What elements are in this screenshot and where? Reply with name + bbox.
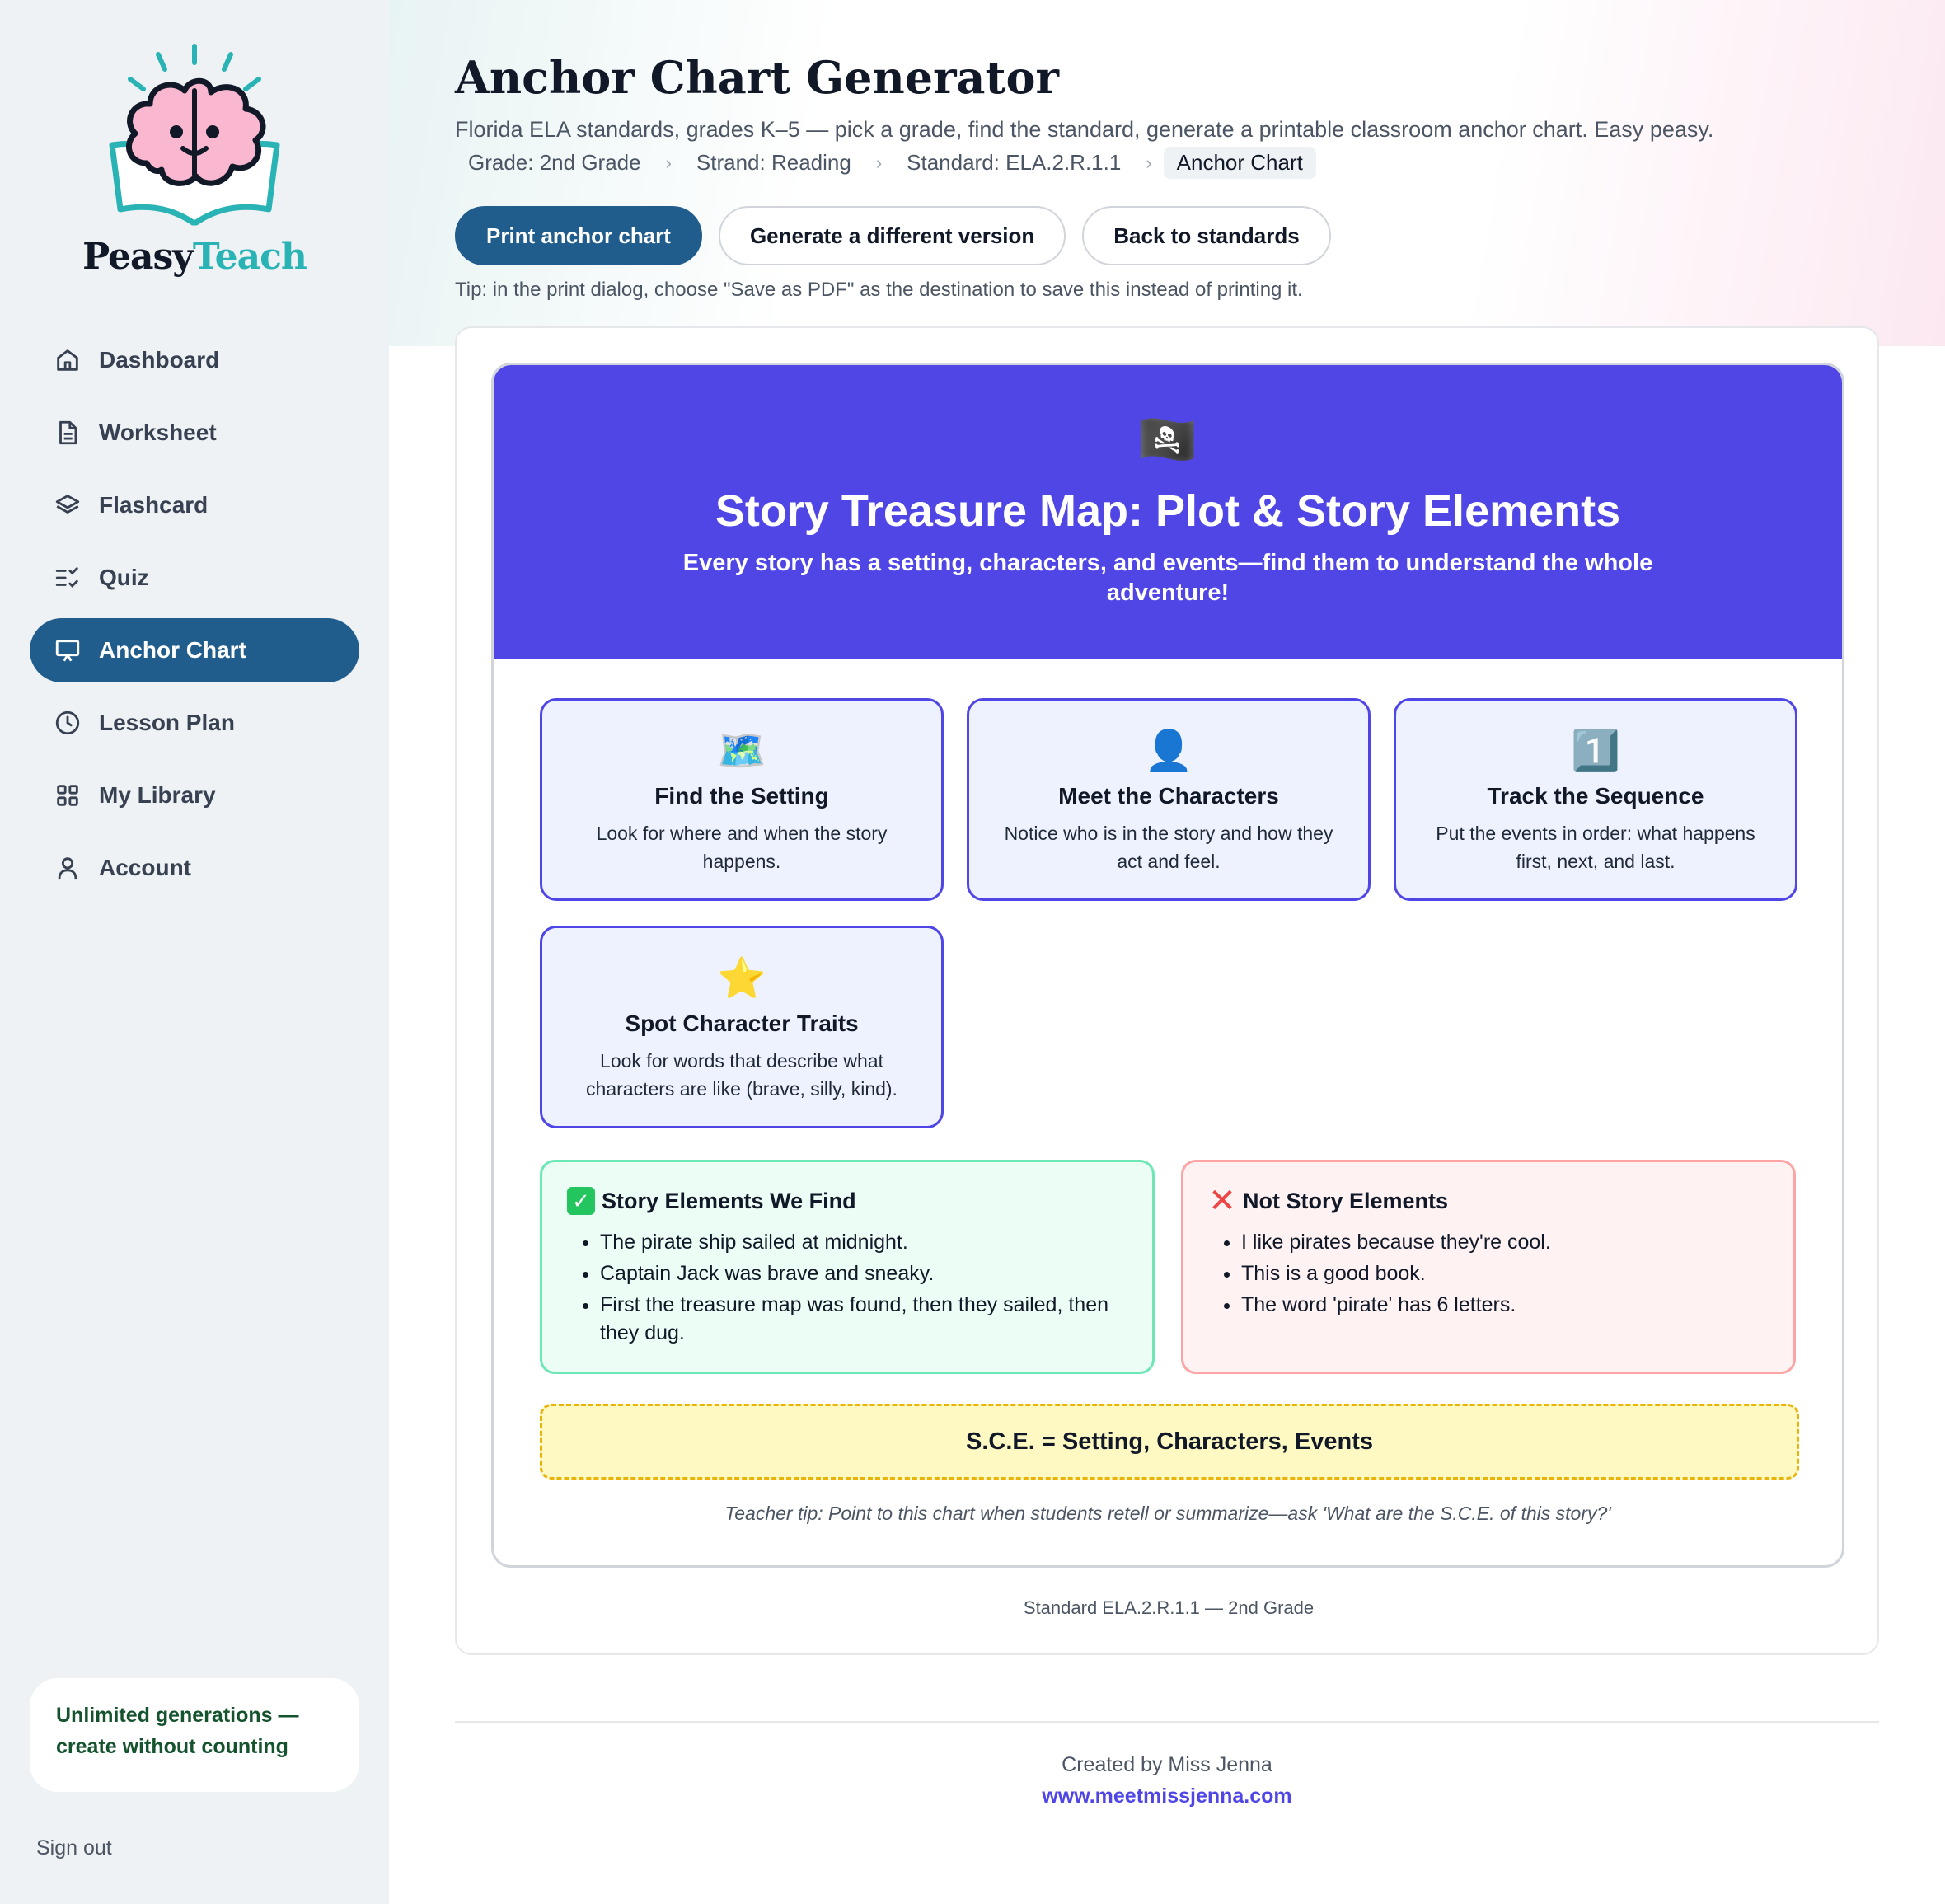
layers-icon <box>53 490 82 520</box>
breadcrumb-strand[interactable]: Strand: Reading <box>696 150 851 175</box>
print-button[interactable]: Print anchor chart <box>455 206 702 265</box>
main-content: Anchor Chart Generator Florida ELA stand… <box>389 0 1945 1904</box>
card-title: Find the Setting <box>654 783 829 809</box>
unlimited-promo: Unlimited generations — create without c… <box>30 1678 359 1792</box>
footer-divider <box>455 1721 1879 1723</box>
sidebar-item-label: Dashboard <box>99 347 220 373</box>
list-item: I like pirates because they're cool. <box>1241 1228 1769 1256</box>
sidebar-item-label: Quiz <box>99 565 149 590</box>
sidebar-item-worksheet[interactable]: Worksheet <box>30 401 359 465</box>
breadcrumb-grade[interactable]: Grade: 2nd Grade <box>468 150 641 175</box>
list-item: The word 'pirate' has 6 letters. <box>1241 1291 1769 1319</box>
sidebar-item-label: Flashcard <box>99 492 209 518</box>
back-to-standards-button[interactable]: Back to standards <box>1082 206 1331 265</box>
pirate-flag-icon: 🏴‍☠️ <box>1137 413 1198 467</box>
page-title: Anchor Chart Generator <box>455 51 1059 104</box>
non-examples-box: ✕ Not Story Elements I like pirates beca… <box>1181 1160 1796 1374</box>
sidebar-item-label: Worksheet <box>99 420 217 445</box>
examples-title: Story Elements We Find <box>602 1188 856 1213</box>
checklist-icon <box>53 563 82 593</box>
mnemonic-banner: S.C.E. = Setting, Characters, Events <box>540 1404 1799 1480</box>
sidebar-item-anchor-chart[interactable]: Anchor Chart <box>30 618 359 682</box>
sidebar-item-label: My Library <box>99 782 216 808</box>
sidebar-item-label: Anchor Chart <box>99 637 246 663</box>
sidebar-item-label: Lesson Plan <box>99 710 235 735</box>
chevron-right-icon: › <box>1146 152 1152 173</box>
examples-list: The pirate ship sailed at midnight. Capt… <box>567 1228 1127 1347</box>
strategy-card-traits: ⭐ Spot Character Traits Look for words t… <box>540 926 944 1128</box>
anchor-chart: 🏴‍☠️ Story Treasure Map: Plot & Story El… <box>491 363 1844 1568</box>
number-one-icon: 1️⃣ <box>1571 729 1620 773</box>
sidebar-nav: Dashboard Worksheet Flashcard Quiz Ancho… <box>30 328 359 908</box>
non-examples-title: Not Story Elements <box>1243 1188 1449 1213</box>
sidebar-item-label: Account <box>99 855 191 880</box>
home-icon <box>53 345 82 375</box>
breadcrumb-current: Anchor Chart <box>1163 147 1316 179</box>
strategy-card-setting: 🗺️ Find the Setting Look for where and w… <box>540 698 944 901</box>
card-body: Look for where and when the story happen… <box>596 823 888 872</box>
clock-icon <box>53 708 82 738</box>
document-icon <box>53 418 82 448</box>
card-body: Notice who is in the story and how they … <box>1004 823 1333 872</box>
card-body: Look for words that describe what charac… <box>586 1050 898 1100</box>
presentation-icon <box>53 635 82 665</box>
breadcrumb-standard[interactable]: Standard: ELA.2.R.1.1 <box>907 150 1122 175</box>
sidebar-item-account[interactable]: Account <box>30 836 359 900</box>
regenerate-button[interactable]: Generate a different version <box>718 206 1066 265</box>
page-subtitle: Florida ELA standards, grades K–5 — pick… <box>455 117 1714 142</box>
sidebar: PeasyTeach Dashboard Worksheet Flashcard <box>0 0 389 1904</box>
list-item: First the treasure map was found, then t… <box>600 1291 1127 1347</box>
teacher-tip: Teacher tip: Point to this chart when st… <box>724 1503 1611 1524</box>
grid-icon <box>53 781 82 810</box>
brand-name: PeasyTeach <box>82 236 307 278</box>
brain-book-icon <box>109 44 280 226</box>
sidebar-item-my-library[interactable]: My Library <box>30 763 359 828</box>
footer: Created by Miss Jenna www.meetmissjenna.… <box>455 1749 1879 1812</box>
cross-mark-icon: ✕ <box>1208 1183 1236 1219</box>
chevron-right-icon: › <box>665 152 672 173</box>
sign-out-link[interactable]: Sign out <box>36 1836 112 1859</box>
examples-box: ✓ Story Elements We Find The pirate ship… <box>540 1160 1155 1374</box>
sidebar-item-dashboard[interactable]: Dashboard <box>30 328 359 392</box>
chart-header: 🏴‍☠️ Story Treasure Map: Plot & Story El… <box>494 365 1842 659</box>
sidebar-item-flashcard[interactable]: Flashcard <box>30 473 359 537</box>
strategy-card-characters: 👤 Meet the Characters Notice who is in t… <box>967 698 1371 901</box>
card-title: Meet the Characters <box>1058 783 1279 809</box>
chart-preview: 🏴‍☠️ Story Treasure Map: Plot & Story El… <box>455 326 1879 1655</box>
check-mark-icon: ✓ <box>567 1187 595 1215</box>
card-title: Spot Character Traits <box>625 1011 859 1036</box>
standard-note: Standard ELA.2.R.1.1 — 2nd Grade <box>1023 1597 1315 1618</box>
brand-logo[interactable]: PeasyTeach <box>0 40 389 278</box>
map-icon: 🗺️ <box>717 729 766 773</box>
person-icon: 👤 <box>1144 729 1193 773</box>
breadcrumb: Grade: 2nd Grade › Strand: Reading › Sta… <box>455 147 1316 179</box>
list-item: Captain Jack was brave and sneaky. <box>600 1259 1127 1287</box>
chevron-right-icon: › <box>875 152 883 173</box>
strategy-card-sequence: 1️⃣ Track the Sequence Put the events in… <box>1394 698 1797 901</box>
card-title: Track the Sequence <box>1487 783 1704 809</box>
sidebar-item-lesson-plan[interactable]: Lesson Plan <box>30 691 359 755</box>
card-body: Put the events in order: what happens fi… <box>1436 823 1755 872</box>
star-icon: ⭐ <box>717 957 766 1001</box>
user-icon <box>53 853 82 883</box>
list-item: The pirate ship sailed at midnight. <box>600 1228 1127 1256</box>
print-tip: Tip: in the print dialog, choose "Save a… <box>455 279 1303 301</box>
action-bar: Print anchor chart Generate a different … <box>455 206 1347 265</box>
sidebar-item-quiz[interactable]: Quiz <box>30 546 359 610</box>
created-by: Created by Miss Jenna <box>1062 1753 1272 1776</box>
website-link[interactable]: www.meetmissjenna.com <box>1042 1784 1292 1808</box>
list-item: This is a good book. <box>1241 1259 1769 1287</box>
chart-subtitle: Every story has a setting, characters, a… <box>682 550 1653 606</box>
non-examples-list: I like pirates because they're cool. Thi… <box>1208 1228 1769 1319</box>
chart-title: Story Treasure Map: Plot & Story Element… <box>715 486 1621 536</box>
